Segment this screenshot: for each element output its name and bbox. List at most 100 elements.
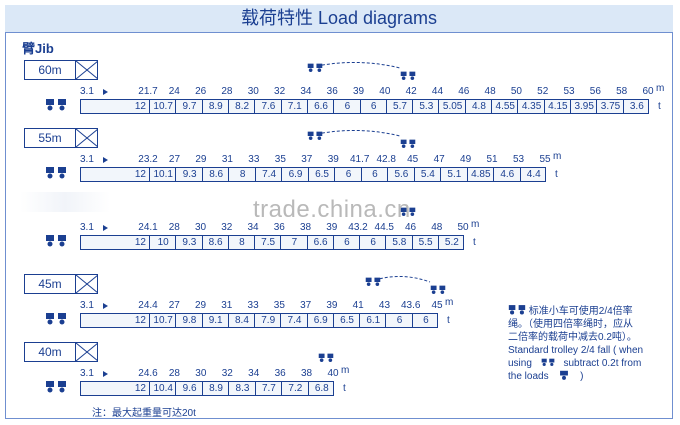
legend-en-close: ) (580, 371, 584, 382)
radius-value: 32 (274, 86, 286, 97)
radius-value: 38 (299, 222, 312, 233)
double-trolley-icon (400, 207, 416, 216)
load-cell: 10.7 (149, 100, 176, 113)
radius-value: 32 (221, 368, 233, 379)
page-title: 载荷特性 Load diagrams (5, 5, 673, 33)
load-cell: 8.9 (201, 100, 229, 113)
jib-tip-icon (75, 128, 99, 148)
load-cell: 6 (360, 168, 388, 181)
radius-value: 34 (300, 86, 312, 97)
radius-value: 33 (248, 154, 260, 165)
load-cell: 6.5 (332, 314, 360, 327)
double-trolley-icon (46, 235, 66, 247)
load-cell: 12 (134, 315, 146, 326)
radius-value: 44.5 (374, 222, 394, 233)
radius-value: 39 (352, 86, 365, 97)
load-unit: t (658, 101, 661, 112)
start-radius-label: 3.1 (80, 86, 94, 97)
double-trolley-icon (430, 285, 446, 294)
double-trolley-icon (541, 358, 555, 366)
radius-value: 36 (273, 222, 285, 233)
load-unit: t (555, 169, 558, 180)
radius-value: 24 (168, 86, 180, 97)
radius-value: 28 (168, 222, 180, 233)
legend-cn-line-1: 标准小车可使用2/4倍率 (508, 304, 670, 318)
radius-value: 32 (221, 222, 233, 233)
load-cell: 10.1 (149, 168, 176, 181)
radius-value: 50 (510, 86, 522, 97)
legend-cn-line-2: 绳。（使用四倍率绳时，应从 (508, 319, 633, 330)
start-radius-label: 3.1 (80, 154, 94, 165)
load-cell: 8.2 (227, 100, 255, 113)
radius-value: 28 (221, 86, 233, 97)
radius-value: 30 (195, 368, 207, 379)
load-cell: 4.85 (466, 168, 494, 181)
radius-value: 43 (378, 300, 391, 311)
radius-value: 26 (195, 86, 207, 97)
double-trolley-icon (400, 71, 416, 80)
start-radius-label: 3.1 (80, 300, 94, 311)
load-cell: 12 (134, 237, 146, 248)
radius-value: 44 (431, 86, 444, 97)
load-cell: 12 (134, 169, 146, 180)
load-unit: t (473, 237, 476, 248)
radius-value: 24.4 (138, 300, 158, 311)
load-cell: 8.6 (201, 236, 229, 249)
trolley-travel-curve (317, 129, 401, 137)
trolley-travel-curve (317, 61, 401, 69)
radius-arrow-icon (103, 303, 108, 309)
radius-value: 34 (247, 222, 259, 233)
start-radius-label: 3.1 (80, 368, 94, 379)
load-cell: 9.6 (175, 382, 202, 395)
legend-en-subtract: subtract 0.2t from (563, 358, 642, 369)
radius-value: 53 (563, 86, 575, 97)
radius-value: 47 (433, 154, 445, 165)
radius-value: 34 (248, 368, 260, 379)
load-cell: 5.4 (413, 168, 441, 181)
radius-value: 31 (221, 300, 233, 311)
radius-value: 41 (352, 300, 364, 311)
radius-value: 29 (194, 300, 207, 311)
radius-arrow-icon (103, 371, 108, 377)
radius-value: 43.6 (400, 300, 421, 311)
load-cell: 12 (134, 101, 146, 112)
load-cell: 6 (411, 314, 439, 327)
single-trolley-icon (560, 370, 569, 380)
load-cell: 3.95 (570, 100, 597, 113)
load-unit: t (447, 315, 450, 326)
radius-value: 39 (326, 300, 338, 311)
blurred-jib-tag (20, 192, 110, 212)
load-cell: 8.4 (227, 314, 255, 327)
start-radius-label: 3.1 (80, 222, 94, 233)
load-cell: 6.1 (359, 314, 386, 327)
load-cell: 12 (134, 383, 146, 394)
load-cell: 7.1 (280, 100, 308, 113)
load-cell: 6.6 (306, 236, 334, 249)
load-cell: 7.9 (254, 314, 281, 327)
radius-value: 36 (274, 368, 286, 379)
load-cell: 6.5 (307, 168, 335, 181)
radius-value: 51 (486, 154, 498, 165)
jib-length-value: 45m (38, 277, 62, 291)
load-cell: 8 (228, 168, 255, 181)
load-cell: 7.5 (254, 236, 281, 249)
radius-value: 46 (458, 86, 470, 97)
radius-value: 45 (407, 154, 419, 165)
load-cell: 7.7 (254, 382, 282, 395)
radius-value: 37 (300, 300, 312, 311)
load-cell: 6 (332, 236, 360, 249)
radius-value: 30 (194, 222, 207, 233)
double-trolley-icon (365, 277, 381, 286)
max-load-note: 注：最大起重量可达20t (92, 408, 196, 419)
radius-value: 60 (642, 86, 654, 97)
radius-arrow-icon (103, 225, 108, 231)
load-cell: 9.3 (175, 168, 202, 181)
load-cell: 7 (280, 236, 307, 249)
radius-value: 50 (457, 222, 469, 233)
load-cell: 9.3 (175, 236, 202, 249)
load-cell: 6 (333, 100, 360, 113)
